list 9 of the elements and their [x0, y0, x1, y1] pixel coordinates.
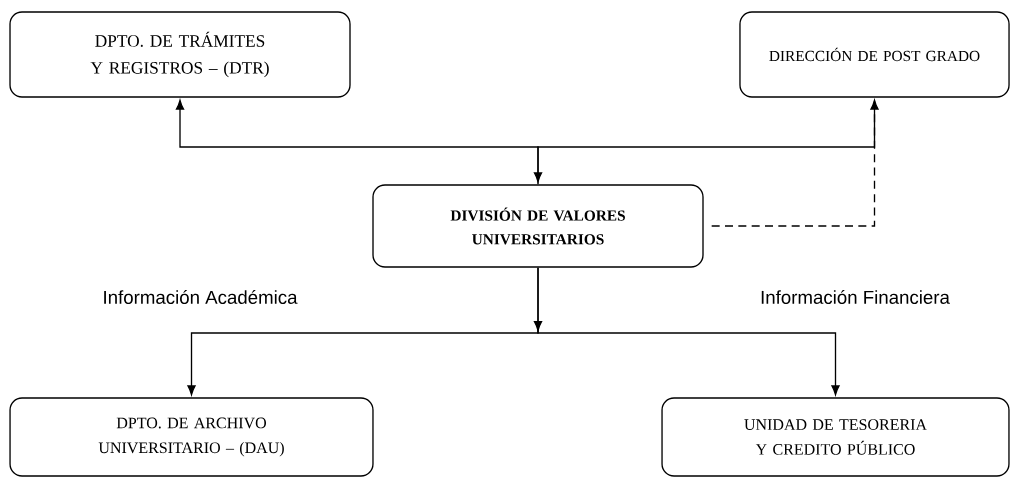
- process-box: UNIDAD DE TESORERIA Y CREDITO PÚBLICO: [661, 397, 1010, 477]
- arrow: [537, 267, 840, 396]
- flow-label: Información Académica: [104, 290, 298, 304]
- process-box: DPTO. DE ARCHIVO UNIVERSITARIO – (DAU): [9, 397, 374, 477]
- flow-label: Información Financiera: [761, 290, 950, 304]
- process-box: DPTO. DE TRÁMITES Y REGISTROS – (DTR): [9, 11, 351, 98]
- process-box: DIRECCIÓN DE POST GRADO: [739, 11, 1010, 98]
- process-box: DIVISIÓN DE VALORES UNIVERSITARIOS: [372, 184, 704, 268]
- arrow: [537, 99, 879, 185]
